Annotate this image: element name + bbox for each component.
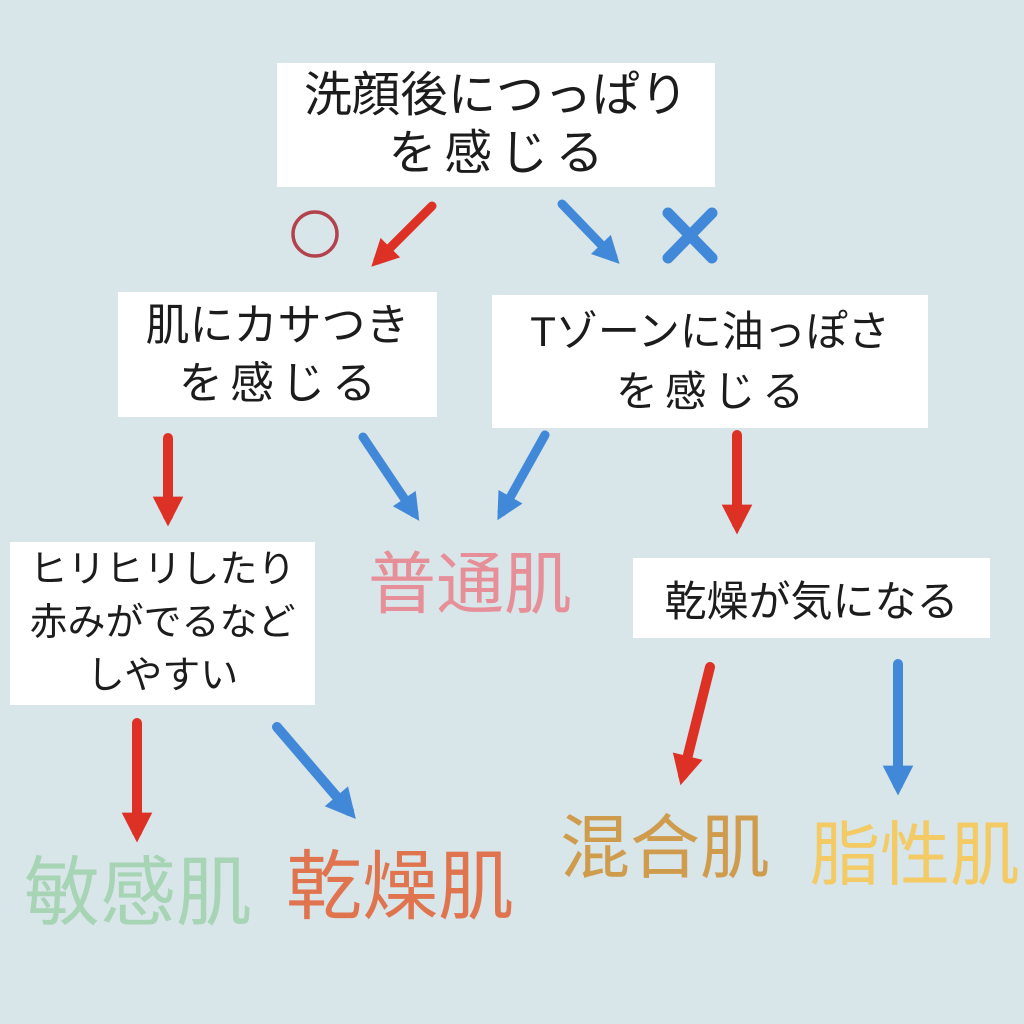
arrow-irritation-no	[272, 722, 356, 820]
result-dry-skin: 乾燥肌	[286, 846, 514, 930]
node-line: 乾燥が気になる	[664, 577, 959, 625]
arrow-start-yes	[371, 201, 437, 267]
arrow-dryconcern-yes	[672, 662, 715, 786]
node-line: を感じる	[615, 367, 811, 415]
yes-circle-icon	[291, 210, 339, 258]
arrow-dryness-no	[358, 432, 420, 521]
result-sensitive-skin: 敏感肌	[24, 852, 252, 936]
node-line: Tゾーンに油っぽさ	[530, 307, 890, 355]
node-line: 洗顔後につっぱり	[303, 69, 688, 122]
result-combination-skin: 混合肌	[560, 809, 770, 887]
arrow-start-no	[557, 199, 620, 264]
node-line: ヒリヒリしたり	[29, 549, 296, 591]
node-dry-concern: 乾燥が気になる	[633, 558, 990, 638]
node-start: 洗顔後につっぱり を感じる	[277, 63, 715, 187]
node-irritation: ヒリヒリしたり 赤みがでるなど しやすい	[10, 542, 315, 705]
result-normal-skin: 普通肌	[368, 547, 573, 623]
node-line: を感じる	[178, 358, 384, 408]
node-dryness-check: 肌にカサつき を感じる	[118, 292, 437, 417]
no-cross-icon	[662, 207, 718, 264]
node-line: 肌にカサつき	[145, 300, 410, 350]
node-line: しやすい	[86, 655, 239, 697]
node-line: 赤みがでるなど	[29, 602, 296, 644]
arrow-tzone-no	[497, 430, 550, 521]
node-line: を感じる	[388, 127, 612, 180]
result-oily-skin: 脂性肌	[810, 816, 1020, 894]
node-tzone-check: Tゾーンに油っぽさ を感じる	[492, 295, 928, 428]
